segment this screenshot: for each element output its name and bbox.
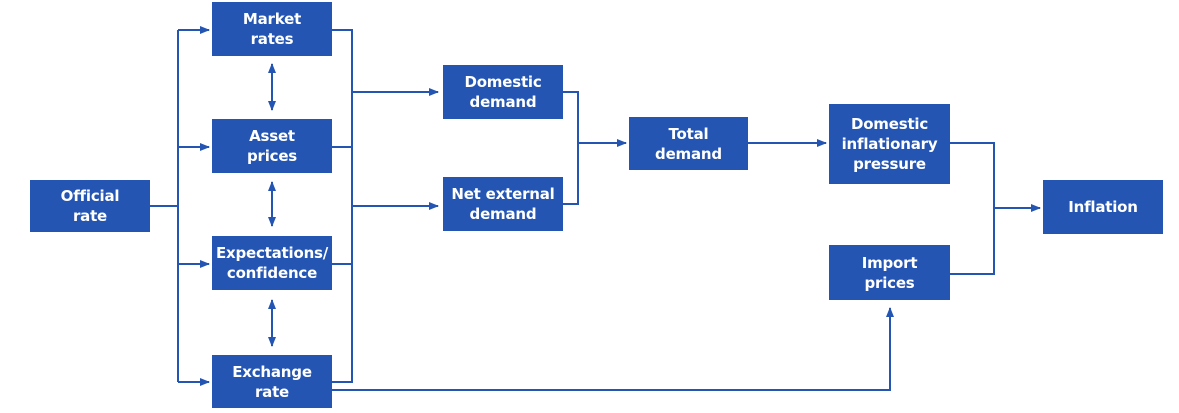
connector-inflation-merge — [950, 142, 995, 275]
expectations-confidence-box: Expectations/ confidence — [212, 236, 332, 290]
arrow-exchange-to-import-prices — [332, 307, 894, 391]
domestic-inflationary-pressure-box: Domestic inflationary pressure — [829, 104, 950, 184]
domestic-demand-box: Domestic demand — [443, 65, 563, 119]
connector-demand-merge — [563, 91, 579, 205]
net-external-demand-box: Net external demand — [443, 177, 563, 231]
official-rate-box: Official rate — [30, 180, 150, 232]
connector-channels-out — [332, 29, 353, 383]
market-rates-box: Market rates — [212, 2, 332, 56]
inflation-box: Inflation — [1043, 180, 1163, 234]
total-demand-box: Total demand — [629, 117, 748, 170]
asset-prices-box: Asset prices — [212, 119, 332, 173]
import-prices-box: Import prices — [829, 245, 950, 300]
exchange-rate-box: Exchange rate — [212, 355, 332, 408]
